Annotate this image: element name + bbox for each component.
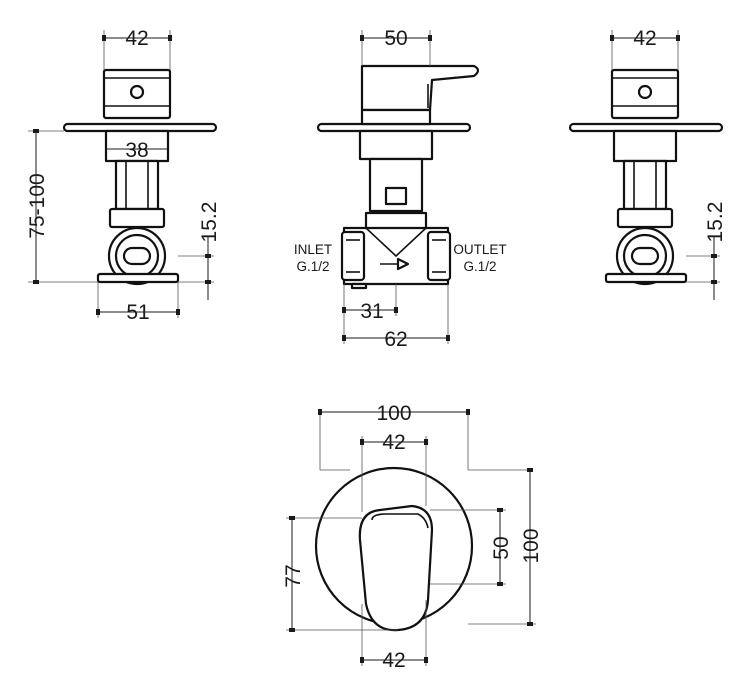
outlet-title: OUTLET (453, 242, 506, 257)
front-handle-offset-label: 77 (282, 564, 305, 587)
inlet-thread: G.1/2 (296, 259, 329, 274)
right-side-view: 42 15.2 (568, 27, 727, 300)
center-body-length-label: 62 (384, 328, 407, 351)
right-bracket-height-label: 15.2 (704, 202, 727, 243)
left-side-view: 42 38 75-100 15.2 51 (26, 27, 221, 324)
front-handle-width-top-label: 42 (382, 431, 405, 454)
left-body-width-label: 38 (125, 139, 148, 162)
left-top-width-label: 42 (125, 27, 148, 50)
front-handle-height-label: 50 (490, 536, 513, 559)
left-bracket-height-label: 15.2 (198, 202, 221, 243)
left-base-width-label: 51 (126, 301, 149, 324)
left-height-range-label: 75-100 (26, 173, 49, 238)
center-inlet-offset-label: 31 (360, 300, 383, 323)
center-top-width-label: 50 (384, 27, 407, 50)
front-plate-width-label: 100 (376, 402, 411, 425)
front-plate-height-label: 100 (520, 528, 543, 563)
right-top-width-label: 42 (633, 27, 656, 50)
inlet-title: INLET (294, 242, 332, 257)
outlet-thread: G.1/2 (463, 259, 496, 274)
front-handle-width-bottom-label: 42 (382, 649, 405, 672)
center-side-view: 50 31 62 INLET G.1/2 OUTLET G.1/2 (294, 27, 507, 351)
front-view: 100 42 77 50 100 42 (282, 402, 543, 672)
